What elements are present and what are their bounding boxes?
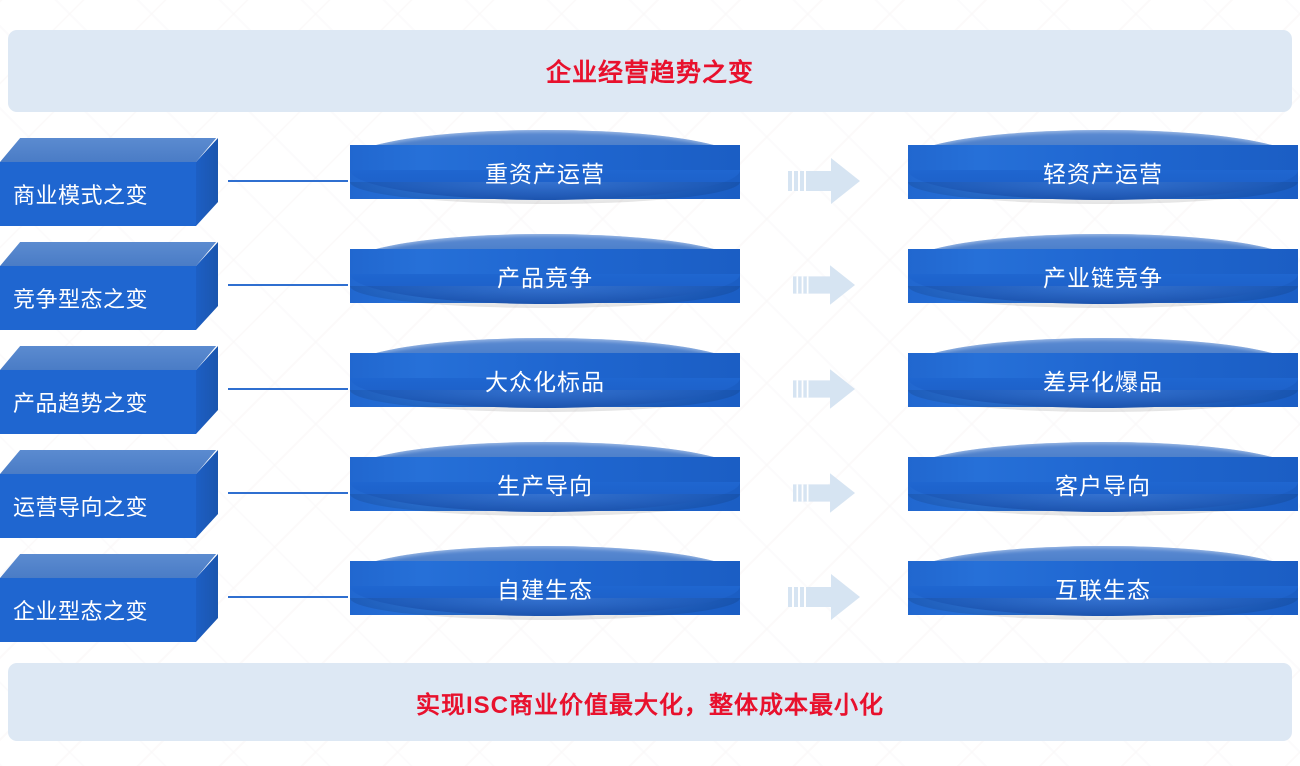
trend-row: 运营导向之变 生产导向 客户导向	[0, 442, 1300, 546]
trend-row: 产品趋势之变 大众化标品 差异化爆品	[0, 338, 1300, 442]
from-state-label: 重资产运营	[485, 161, 605, 187]
cylinder-shading	[908, 390, 1298, 412]
trend-row: 商业模式之变 重资产运营 轻资产运营	[0, 130, 1300, 234]
connector-line	[228, 284, 348, 286]
footer-banner: 实现ISC商业价值最大化，整体成本最小化	[8, 663, 1292, 741]
box-top-face	[0, 242, 217, 266]
from-state-cylinder[interactable]: 生产导向	[350, 442, 740, 526]
cylinder-shading	[350, 390, 740, 412]
box-front-face: 产品趋势之变	[0, 370, 196, 434]
to-state-cylinder[interactable]: 产业链竞争	[908, 234, 1298, 318]
cylinder-shading	[908, 598, 1298, 620]
box-side-face	[196, 346, 218, 434]
box-top-face	[0, 138, 217, 162]
to-state-cylinder[interactable]: 互联生态	[908, 546, 1298, 630]
cylinder-shading	[908, 286, 1298, 308]
connector-line	[228, 596, 348, 598]
right-arrow-icon	[793, 473, 855, 513]
footer-title: 实现ISC商业价值最大化，整体成本最小化	[415, 691, 884, 719]
box-side-face	[196, 554, 218, 642]
to-state-label: 客户导向	[1055, 473, 1151, 499]
box-front-face: 运营导向之变	[0, 474, 196, 538]
from-state-cylinder[interactable]: 重资产运营	[350, 130, 740, 214]
trend-label-box[interactable]: 运营导向之变	[0, 450, 218, 538]
trend-label-box[interactable]: 企业型态之变	[0, 554, 218, 642]
trend-label-box[interactable]: 产品趋势之变	[0, 346, 218, 434]
to-state-label: 产业链竞争	[1043, 265, 1163, 291]
box-front-face: 企业型态之变	[0, 578, 196, 642]
box-top-face	[0, 554, 217, 578]
to-state-label: 互联生态	[1055, 577, 1151, 603]
trend-row: 竞争型态之变 产品竞争 产业链竞争	[0, 234, 1300, 338]
trend-label-box[interactable]: 竞争型态之变	[0, 242, 218, 330]
to-state-cylinder[interactable]: 差异化爆品	[908, 338, 1298, 422]
trend-label-text: 企业型态之变	[13, 599, 149, 624]
cylinder-shading	[908, 182, 1298, 204]
trend-label-text: 运营导向之变	[13, 495, 149, 520]
trend-label-box[interactable]: 商业模式之变	[0, 138, 218, 226]
box-front-face: 商业模式之变	[0, 162, 196, 226]
right-arrow-icon	[788, 574, 860, 620]
trend-label-text: 竞争型态之变	[13, 287, 149, 312]
trend-label-text: 商业模式之变	[13, 183, 149, 208]
cylinder-shading	[908, 494, 1298, 516]
from-state-label: 自建生态	[497, 577, 593, 603]
from-state-label: 产品竞争	[497, 265, 593, 291]
to-state-cylinder[interactable]: 客户导向	[908, 442, 1298, 526]
from-state-cylinder[interactable]: 大众化标品	[350, 338, 740, 422]
right-arrow-icon	[793, 369, 855, 409]
page-title: 企业经营趋势之变	[545, 59, 754, 87]
box-top-face	[0, 346, 217, 370]
cylinder-shading	[350, 182, 740, 204]
to-state-label: 轻资产运营	[1043, 161, 1163, 187]
to-state-label: 差异化爆品	[1043, 369, 1163, 395]
right-arrow-icon	[788, 158, 860, 204]
box-side-face	[196, 242, 218, 330]
to-state-cylinder[interactable]: 轻资产运营	[908, 130, 1298, 214]
from-state-label: 生产导向	[497, 473, 593, 499]
cylinder-shading	[350, 286, 740, 308]
from-state-cylinder[interactable]: 产品竞争	[350, 234, 740, 318]
box-side-face	[196, 450, 218, 538]
from-state-cylinder[interactable]: 自建生态	[350, 546, 740, 630]
trend-label-text: 产品趋势之变	[13, 391, 149, 416]
from-state-label: 大众化标品	[485, 369, 605, 395]
box-side-face	[196, 138, 218, 226]
connector-line	[228, 180, 348, 182]
header-banner: 企业经营趋势之变	[8, 30, 1292, 112]
connector-line	[228, 388, 348, 390]
box-front-face: 竞争型态之变	[0, 266, 196, 330]
connector-line	[228, 492, 348, 494]
cylinder-shading	[350, 494, 740, 516]
box-top-face	[0, 450, 217, 474]
right-arrow-icon	[793, 265, 855, 305]
cylinder-shading	[350, 598, 740, 620]
trend-row: 企业型态之变 自建生态 互联生态	[0, 546, 1300, 650]
